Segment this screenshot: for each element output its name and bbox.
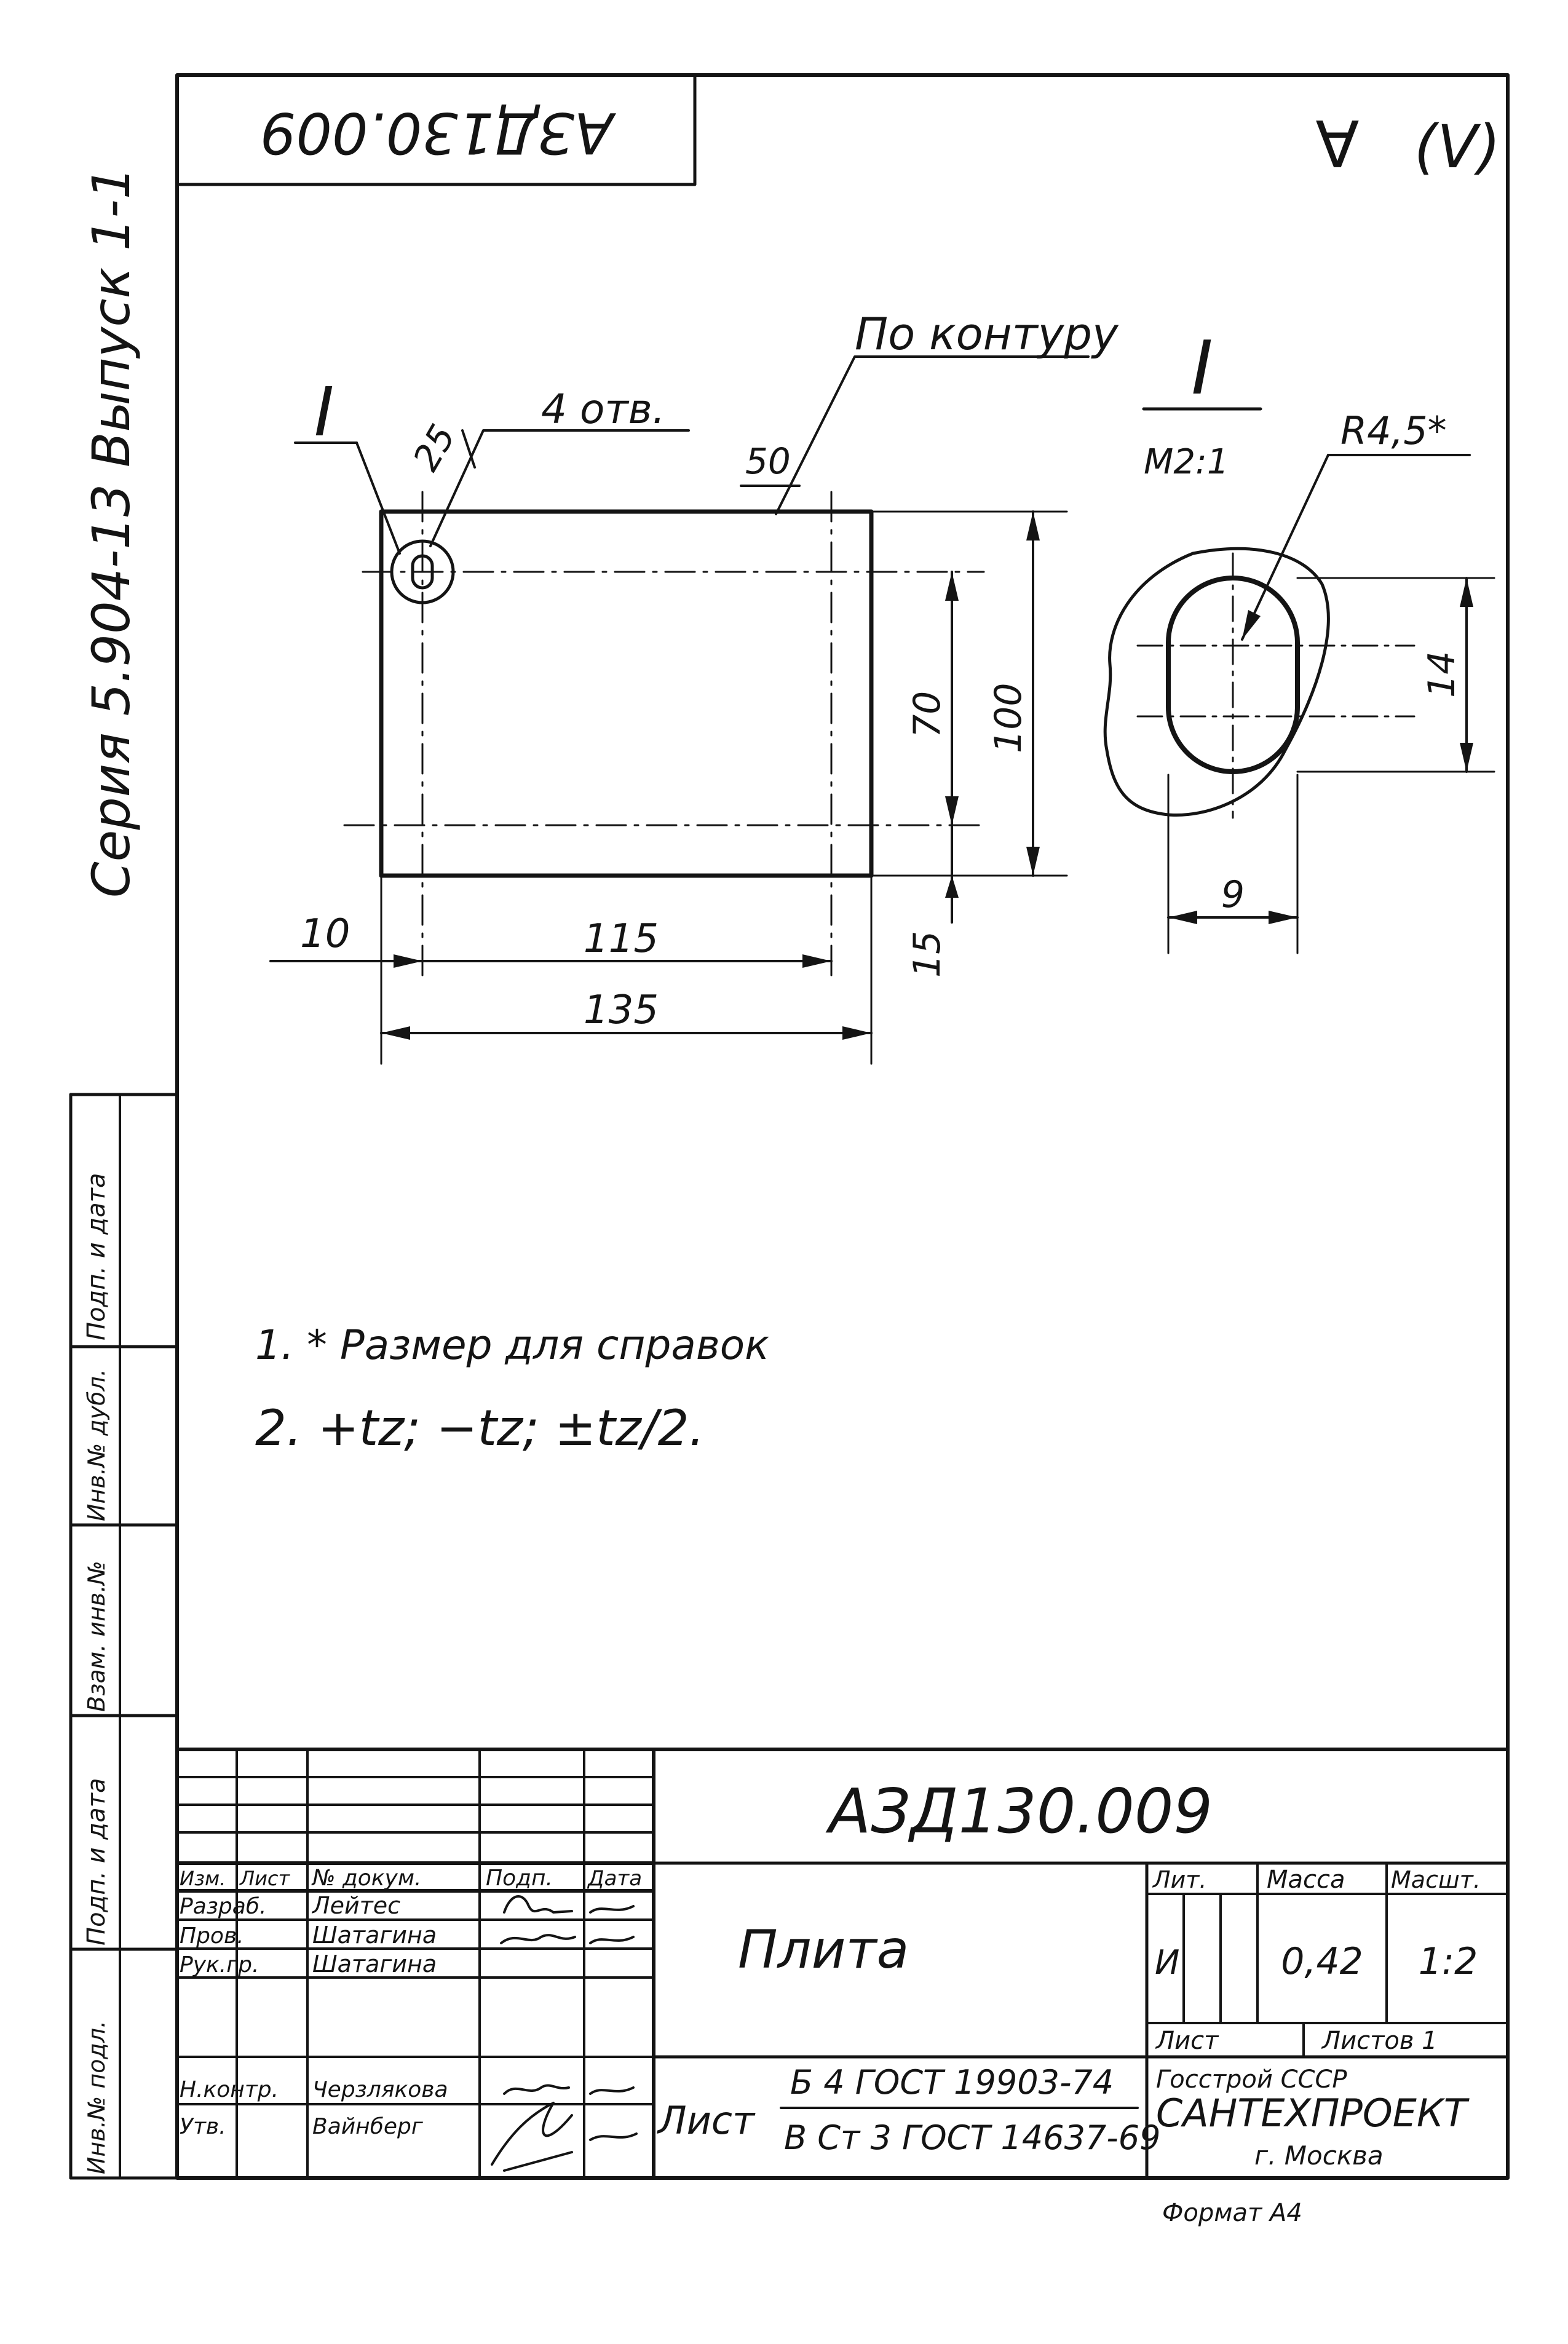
detail-view-mark: I: [1191, 326, 1213, 411]
row-name-6: Вайнберг: [312, 2114, 424, 2139]
row-role-6: Утв.: [180, 2114, 226, 2139]
detail-mark: I: [314, 373, 334, 451]
dim-10: 10: [300, 911, 350, 957]
org-line-3: г. Москва: [1254, 2140, 1384, 2171]
title-designation: АЗД130.009: [825, 1775, 1213, 1847]
detail-radius: R4,5*: [1340, 408, 1447, 453]
hole-slot: [411, 554, 434, 590]
series-margin: Серия 5.904-13 Выпуск 1-1: [81, 167, 141, 898]
row-name-3: Шатагина: [312, 1950, 437, 1978]
material-bottom: В Ст 3 ГОСТ 14637-69: [784, 2118, 1160, 2157]
side-stamp-3: Взам. инв.№: [83, 1561, 110, 1712]
note-1: 1. * Размер для справок: [255, 1321, 769, 1369]
plate-outline: [379, 509, 874, 878]
sheet-frame: [175, 73, 1510, 2180]
dim-15: 15: [906, 931, 949, 978]
detail-scale: М2:1: [1144, 442, 1229, 482]
row-name-2: Шатагина: [312, 1922, 437, 1949]
scale-label: Масшт.: [1391, 1866, 1481, 1893]
detail-dim-14: 14: [1420, 651, 1463, 698]
title-name: Плита: [738, 1919, 909, 1981]
note-2: 2. +tz; −tz; ±tz/2.: [255, 1400, 705, 1457]
signatures: [491, 1895, 638, 2172]
mass-label: Масса: [1267, 1866, 1345, 1894]
detail-break-outline: [1103, 547, 1330, 817]
title-block: Изм. Лист № докум. Подп. Дата Разраб. Ле…: [175, 1748, 1510, 2180]
roughness-bracket: (V): [1414, 113, 1501, 181]
hdr-date: Дата: [587, 1866, 642, 1891]
detail-view: I М2:1 R4,5* 14 9: [1103, 326, 1495, 954]
corner-stamp: АЗД130.009: [175, 73, 697, 186]
hdr-sign: Подп.: [486, 1866, 553, 1891]
notes: 1. * Размер для справок 2. +tz; −tz; ±tz…: [255, 1321, 769, 1457]
sheet-label: Лист: [1155, 2027, 1219, 2055]
material-top: Б 4 ГОСТ 19903-74: [790, 2063, 1114, 2102]
sheets-label: Листов 1: [1321, 2027, 1438, 2055]
scale-value: 1:2: [1419, 1940, 1478, 1983]
dim-vertical: 100 70 15: [870, 510, 1068, 978]
row-role-3: Рук.гр.: [180, 1952, 259, 1978]
org-line-2: САНТЕХПРОЕКТ: [1156, 2091, 1470, 2136]
contour-note: По контуру: [855, 308, 1119, 360]
side-stamp: Подп. и дата Инв.№ дубл. Взам. инв.№ Под…: [69, 1093, 179, 2180]
roughness-sign: ∀ (V): [1315, 108, 1500, 183]
row-role-1: Разраб.: [180, 1894, 266, 1919]
format-label: Формат А4: [1162, 2199, 1302, 2227]
lit-value: И: [1155, 1943, 1179, 1982]
detail-dim-9: 9: [1221, 873, 1245, 916]
hdr-list: Лист: [239, 1867, 290, 1890]
row-role-5: Н.контр.: [180, 2077, 279, 2102]
side-stamp-4: Подп. и дата: [82, 1778, 111, 1946]
dim-horizontal: 10 115 135: [269, 874, 873, 1065]
hdr-doc: № докум.: [311, 1866, 421, 1891]
row-name-1: Лейтес: [311, 1892, 400, 1919]
corner-stamp-text: АЗД130.009: [260, 100, 616, 166]
hole-size: 25: [405, 418, 464, 478]
plate-view: I 4 отв. 25 По контуру 50 10 115 135: [269, 308, 1119, 1065]
holes-note: 4 отв.: [541, 386, 665, 433]
dim-115: 115: [584, 916, 659, 962]
hole-outer: [390, 539, 455, 604]
hdr-izm: Изм.: [180, 1867, 226, 1890]
row-role-2: Пров.: [180, 1923, 244, 1949]
roughness-mark-icon: ∀: [1315, 108, 1359, 183]
dim-100: 100: [987, 683, 1030, 753]
side-stamp-5: Инв.№ подл.: [83, 2021, 110, 2174]
contour-size: 50: [745, 440, 791, 482]
org-line-1: Госстрой СССР: [1156, 2065, 1347, 2094]
mass-value: 0,42: [1281, 1940, 1363, 1983]
material-prefix: Лист: [657, 2098, 756, 2143]
side-stamp-1: Подп. и дата: [82, 1173, 111, 1340]
dim-135: 135: [584, 988, 659, 1033]
dim-70: 70: [906, 691, 949, 738]
side-stamp-2: Инв.№ дубл.: [83, 1369, 110, 1521]
row-name-5: Черзлякова: [312, 2077, 448, 2102]
lit-label: Лит.: [1152, 1866, 1207, 1893]
